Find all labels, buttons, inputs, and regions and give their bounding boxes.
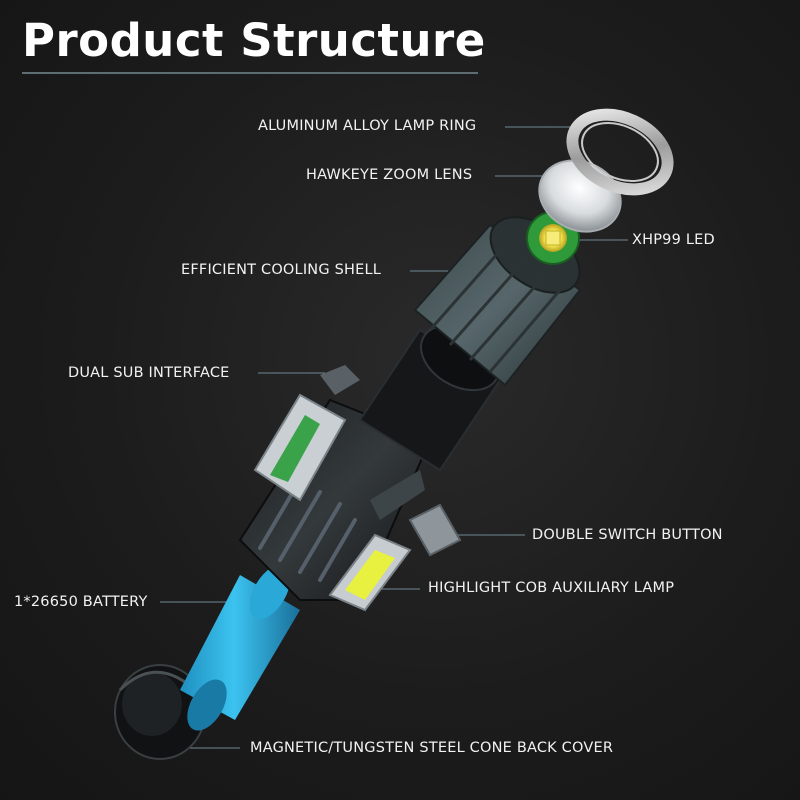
label-zoom-lens: HAWKEYE ZOOM LENS [306,167,472,183]
title-underline [22,72,478,74]
label-switch-button: DOUBLE SWITCH BUTTON [532,527,723,543]
label-cooling-shell: EFFICIENT COOLING SHELL [181,262,381,278]
label-battery: 1*26650 BATTERY [14,594,148,610]
label-led: XHP99 LED [632,232,715,248]
label-lamp-ring: ALUMINUM ALLOY LAMP RING [258,118,476,134]
label-sub-interface: DUAL SUB INTERFACE [68,365,230,381]
page-title: Product Structure [22,14,486,67]
switch-button-part [410,505,460,555]
label-back-cover: MAGNETIC/TUNGSTEN STEEL CONE BACK COVER [250,740,613,756]
label-cob-lamp: HIGHLIGHT COB AUXILIARY LAMP [428,580,674,596]
battery-part [179,558,300,737]
